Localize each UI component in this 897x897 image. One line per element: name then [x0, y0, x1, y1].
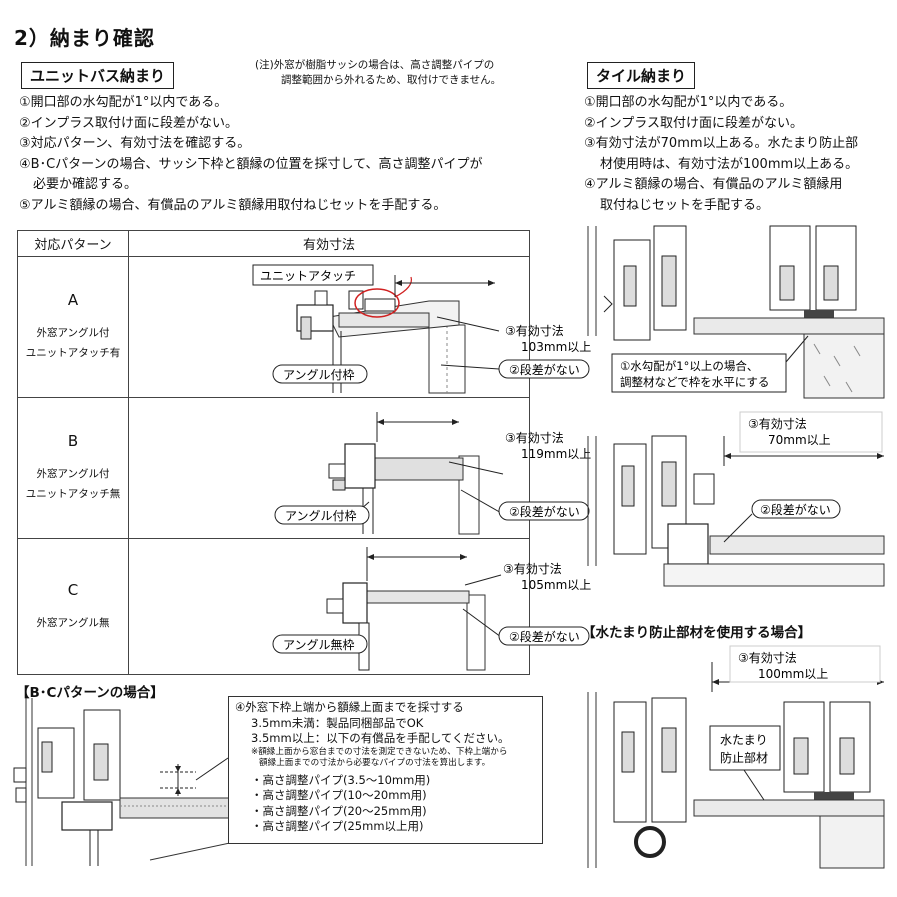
- pattern-letter: C: [67, 580, 79, 599]
- pattern-c-diagram: ③有効寸法 105mm以上 ②段差がない アングル無枠: [128, 538, 591, 675]
- check-item: ③有効寸法が70mm以上ある。水たまり防止部: [584, 136, 859, 152]
- tile-diagram-3: ③有効寸法 100mm以上 水たまり 防止部材: [587, 645, 885, 869]
- pattern-desc: 外窓アングル無: [36, 616, 110, 629]
- check-item: ②インプラス取付け面に段差がない。: [584, 115, 804, 131]
- callout-note: 額縁上面までの寸法から必要なパイプの寸法を算出します。: [259, 758, 491, 768]
- callout-line: 3.5mm以上：以下の有償品を手配してください。: [251, 731, 510, 745]
- check-item: 材使用時は、有効寸法が100mm以上ある。: [600, 156, 859, 172]
- bc-case-heading: 【B･Cパターンの場合】: [16, 685, 164, 701]
- dim-label: ③有効寸法: [738, 650, 797, 665]
- pattern-letter: A: [67, 291, 79, 309]
- pattern-table: 対応パターン 有効寸法 A 外窓アングル付 ユニットアタッチ有: [17, 230, 591, 675]
- dim-label: ③有効寸法: [748, 416, 807, 431]
- pattern-a-diagram: ユニットアタッチ ③有効寸法 103mm以上 ②段差がない アングル付枠: [128, 256, 591, 398]
- frame-label: アングル付枠: [283, 368, 355, 382]
- step-label: ②段差がない: [509, 362, 580, 377]
- pattern-b-cell: B 外窓アングル付 ユニットアタッチ無: [17, 397, 129, 539]
- attach-label: ユニットアタッチ: [260, 269, 356, 283]
- pattern-letter: B: [67, 432, 79, 450]
- dim-label: ③有効寸法: [503, 561, 562, 576]
- dim-value: 103mm以上: [521, 340, 591, 354]
- step-label: ②段差がない: [509, 629, 580, 644]
- pattern-desc: 外窓アングル付: [36, 468, 110, 480]
- dim-value: 100mm以上: [758, 667, 828, 681]
- pipe-item: ・高さ調整パイプ(3.5〜10mm用): [251, 772, 431, 787]
- dim-label: ③有効寸法: [505, 323, 564, 338]
- pattern-a-cell: A 外窓アングル付 ユニットアタッチ有: [17, 256, 129, 398]
- page-title: 2）納まり確認: [14, 26, 155, 50]
- pipe-item: ・高さ調整パイプ(10〜20mm用): [251, 788, 427, 802]
- check-item: ③対応パターン、有効寸法を確認する。: [19, 136, 251, 151]
- bc-section-drawing: [13, 698, 301, 866]
- part-label: 水たまり: [720, 733, 768, 747]
- tile-heading: タイル納まり: [587, 62, 696, 89]
- check-item: ④B･Cパターンの場合、サッシ下枠と額縁の位置を採寸して、高さ調整パイプが: [19, 156, 483, 172]
- pattern-desc: 外窓アングル付: [36, 327, 110, 339]
- frame-label: アングル無枠: [283, 637, 355, 652]
- pattern-b-drawing: ③有効寸法 119mm以上 ②段差がない アングル付枠: [274, 412, 591, 535]
- step-label: ②段差がない: [509, 504, 580, 519]
- tile-checklist: ①開口部の水勾配が1°以内である。 ②インプラス取付け面に段差がない。 ③有効寸…: [584, 93, 858, 217]
- callout-line: 3.5mm未満：製品同梱部品でOK: [251, 715, 424, 730]
- check-item: ④アルミ額縁の場合、有償品のアルミ額縁用: [584, 177, 843, 193]
- dim-label: ③有効寸法: [505, 430, 564, 445]
- part-label: 防止部材: [720, 750, 768, 765]
- unit-bath-heading: ユニットバス納まり: [21, 62, 175, 89]
- dim-value: 119mm以上: [521, 447, 591, 461]
- pattern-desc: ユニットアタッチ無: [25, 488, 121, 500]
- callout-line: ④外窓下枠上端から額縁上面までを採寸する: [235, 700, 464, 714]
- note-line: (注)外窓が樹脂サッシの場合は、高さ調整パイプの: [255, 59, 495, 71]
- water-stop-heading: 【水たまり防止部材を使用する場合】: [582, 625, 812, 641]
- pattern-desc: ユニットアタッチ有: [25, 347, 121, 359]
- callout-note: ※額縁上面から窓台までの寸法を測定できないため、下枠上端から: [251, 746, 508, 757]
- tile-diagram-2: ③有効寸法 70mm以上 ②段差がない: [587, 411, 885, 587]
- tile-note-line: ①水勾配が1°以上の場合、: [620, 359, 758, 373]
- check-item: ①開口部の水勾配が1°以内である。: [19, 95, 228, 110]
- frame-label: アングル付枠: [285, 509, 357, 523]
- bc-callout: ④外窓下枠上端から額縁上面までを採寸する 3.5mm未満：製品同梱部品でOK 3…: [228, 696, 543, 844]
- resin-sash-note: (注)外窓が樹脂サッシの場合は、高さ調整パイプの 調整範囲から外れるため、取付け…: [255, 58, 501, 88]
- pipe-item: ・高さ調整パイプ(25mm以上用): [251, 819, 424, 833]
- check-item: ②インプラス取付け面に段差がない。: [19, 115, 239, 131]
- tile-diagram-1: ①水勾配が1°以上の場合、 調整材などで枠を水平にする: [587, 225, 885, 399]
- check-item: ⑤アルミ額縁の場合、有償品のアルミ額縁用取付ねじセットを手配する。: [19, 197, 447, 213]
- dim-value: 70mm以上: [768, 433, 831, 447]
- pattern-c-cell: C 外窓アングル無: [17, 538, 129, 675]
- check-item: 必要か確認する。: [33, 177, 138, 192]
- note-line: 調整範囲から外れるため、取付けできません。: [281, 74, 502, 86]
- check-item: ①開口部の水勾配が1°以内である。: [584, 95, 793, 110]
- header-pattern: 対応パターン: [17, 230, 129, 257]
- pipe-item: ・高さ調整パイプ(20〜25mm用): [251, 803, 427, 818]
- unit-bath-checklist: ①開口部の水勾配が1°以内である。 ②インプラス取付け面に段差がない。 ③対応パ…: [19, 93, 482, 216]
- pattern-a-drawing: ユニットアタッチ ③有効寸法 103mm以上 ②段差がない アングル付枠: [252, 264, 591, 394]
- step-label: ②段差がない: [760, 502, 831, 517]
- tile-note-line: 調整材などで枠を水平にする: [620, 375, 769, 389]
- pattern-b-diagram: ③有効寸法 119mm以上 ②段差がない アングル付枠: [128, 397, 591, 539]
- pattern-c-drawing: ③有効寸法 105mm以上 ②段差がない アングル無枠: [272, 547, 591, 671]
- dim-value: 105mm以上: [521, 578, 591, 592]
- header-dimension: 有効寸法: [128, 230, 530, 257]
- check-item: 取付ねじセットを手配する。: [600, 197, 770, 213]
